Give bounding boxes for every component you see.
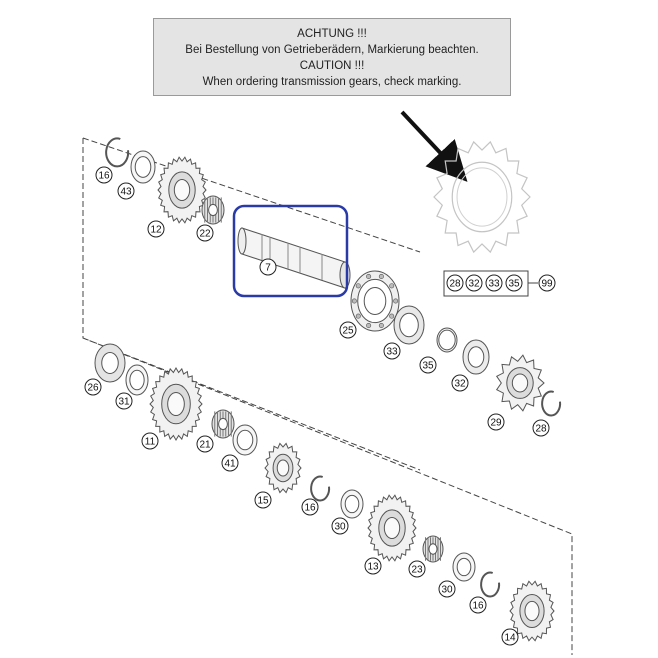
kit-member-35: 35 bbox=[505, 274, 523, 292]
spacer-bushing-32 bbox=[462, 339, 490, 375]
notice-title-de: ACHTUNG !!! bbox=[297, 28, 367, 40]
callout-16-lower: 16 bbox=[469, 596, 487, 614]
callout-11: 11 bbox=[141, 432, 159, 450]
notice-title-en: CAUTION !!! bbox=[299, 60, 365, 72]
shaft-7 bbox=[237, 227, 351, 289]
callout-33: 33 bbox=[383, 342, 401, 360]
callout-14-label: 14 bbox=[504, 633, 516, 644]
callout-41-label: 41 bbox=[224, 459, 236, 470]
callout-43: 43 bbox=[117, 182, 135, 200]
callout-31-label: 31 bbox=[118, 397, 130, 408]
callout-30-lower: 30 bbox=[438, 580, 456, 598]
needle-bearing-23 bbox=[422, 535, 444, 563]
callout-35: 35 bbox=[419, 356, 437, 374]
thrust-washer-31 bbox=[125, 364, 149, 396]
callout-43-label: 43 bbox=[120, 187, 132, 198]
callout-28: 28 bbox=[532, 419, 550, 437]
callout-13: 13 bbox=[364, 557, 382, 575]
kit-member-label: 28 bbox=[449, 279, 461, 290]
needle-bearing-21 bbox=[211, 409, 235, 439]
callout-21-label: 21 bbox=[199, 440, 211, 451]
callout-26-label: 26 bbox=[87, 383, 99, 394]
callout-15: 15 bbox=[254, 491, 272, 509]
gear-13 bbox=[367, 494, 417, 562]
thrust-washer-41 bbox=[232, 424, 258, 456]
callout-22: 22 bbox=[196, 224, 214, 242]
kit-member-33: 33 bbox=[485, 274, 503, 292]
callout-16-middle: 16 bbox=[301, 498, 319, 516]
callout-41: 41 bbox=[221, 454, 239, 472]
callout-13-label: 13 bbox=[367, 562, 379, 573]
callout-26: 26 bbox=[84, 378, 102, 396]
callout-12-label: 12 bbox=[150, 225, 162, 236]
kit-member-28: 28 bbox=[446, 274, 464, 292]
circlip-16-middle bbox=[310, 475, 331, 502]
kit-number-label: 99 bbox=[541, 279, 553, 290]
callout-16-middle-label: 16 bbox=[304, 503, 316, 514]
gear-11 bbox=[149, 367, 203, 441]
callout-35-label: 35 bbox=[422, 361, 434, 372]
circlip-16-lower bbox=[480, 571, 501, 598]
sprocket-29 bbox=[495, 354, 545, 412]
callout-7-label: 7 bbox=[265, 263, 271, 274]
callout-11-label: 11 bbox=[145, 437, 156, 448]
callout-22-label: 22 bbox=[199, 229, 211, 240]
gear-12 bbox=[157, 156, 207, 224]
callout-30-middle-label: 30 bbox=[334, 522, 346, 533]
marking-arrow bbox=[400, 110, 468, 182]
kit-member-32: 32 bbox=[465, 274, 483, 292]
shaft-seal-33 bbox=[393, 305, 425, 345]
callout-16-lower-label: 16 bbox=[472, 601, 484, 612]
callout-31: 31 bbox=[115, 392, 133, 410]
thrust-washer-43 bbox=[130, 150, 156, 184]
callout-28-label: 28 bbox=[535, 424, 547, 435]
callout-14: 14 bbox=[501, 628, 519, 646]
kit-member-label: 32 bbox=[468, 279, 480, 290]
ball-bearing-25 bbox=[350, 270, 400, 332]
callout-30-lower-label: 30 bbox=[441, 585, 453, 596]
callout-layer: 16 43 12 22 7 25 33 35 32 29 28 26 31 11 21 41 15 16 30 13 2… bbox=[84, 166, 556, 646]
gear-15 bbox=[264, 442, 302, 494]
callout-23-label: 23 bbox=[411, 565, 423, 576]
circlip-16-upper bbox=[105, 137, 130, 168]
callout-32: 32 bbox=[451, 374, 469, 392]
callout-25-label: 25 bbox=[342, 326, 354, 337]
reference-sprocket bbox=[433, 140, 531, 254]
callout-23: 23 bbox=[408, 560, 426, 578]
gear-14 bbox=[509, 580, 555, 642]
kit-number-callout: 99 bbox=[538, 274, 556, 292]
callout-16-upper: 16 bbox=[95, 166, 113, 184]
callout-33-label: 33 bbox=[386, 347, 398, 358]
callout-25: 25 bbox=[339, 321, 357, 339]
o-ring-35 bbox=[436, 327, 458, 353]
callout-21: 21 bbox=[196, 435, 214, 453]
callout-15-label: 15 bbox=[257, 496, 269, 507]
kit-member-label: 33 bbox=[488, 279, 500, 290]
callout-29: 29 bbox=[487, 413, 505, 431]
notice-text-en: When ordering transmission gears, check … bbox=[202, 76, 462, 88]
highlight-box-part-7 bbox=[232, 204, 349, 298]
callout-7: 7 bbox=[259, 258, 277, 276]
kit-member-label: 35 bbox=[508, 279, 520, 290]
thrust-washer-30-middle bbox=[340, 489, 364, 519]
caution-notice: ACHTUNG !!! Bei Bestellung von Getrieber… bbox=[153, 18, 511, 96]
needle-bearing-22 bbox=[201, 195, 225, 225]
callout-16-upper-label: 16 bbox=[98, 171, 110, 182]
parts-layer bbox=[94, 137, 562, 642]
callout-30-middle: 30 bbox=[331, 517, 349, 535]
callout-32-label: 32 bbox=[454, 379, 466, 390]
thrust-washer-30-lower bbox=[452, 552, 476, 582]
notice-text-de: Bei Bestellung von Getrieberädern, Marki… bbox=[185, 44, 479, 56]
circlip-28 bbox=[541, 390, 562, 417]
callout-12: 12 bbox=[147, 220, 165, 238]
bushing-26 bbox=[94, 343, 126, 383]
callout-29-label: 29 bbox=[490, 418, 502, 429]
